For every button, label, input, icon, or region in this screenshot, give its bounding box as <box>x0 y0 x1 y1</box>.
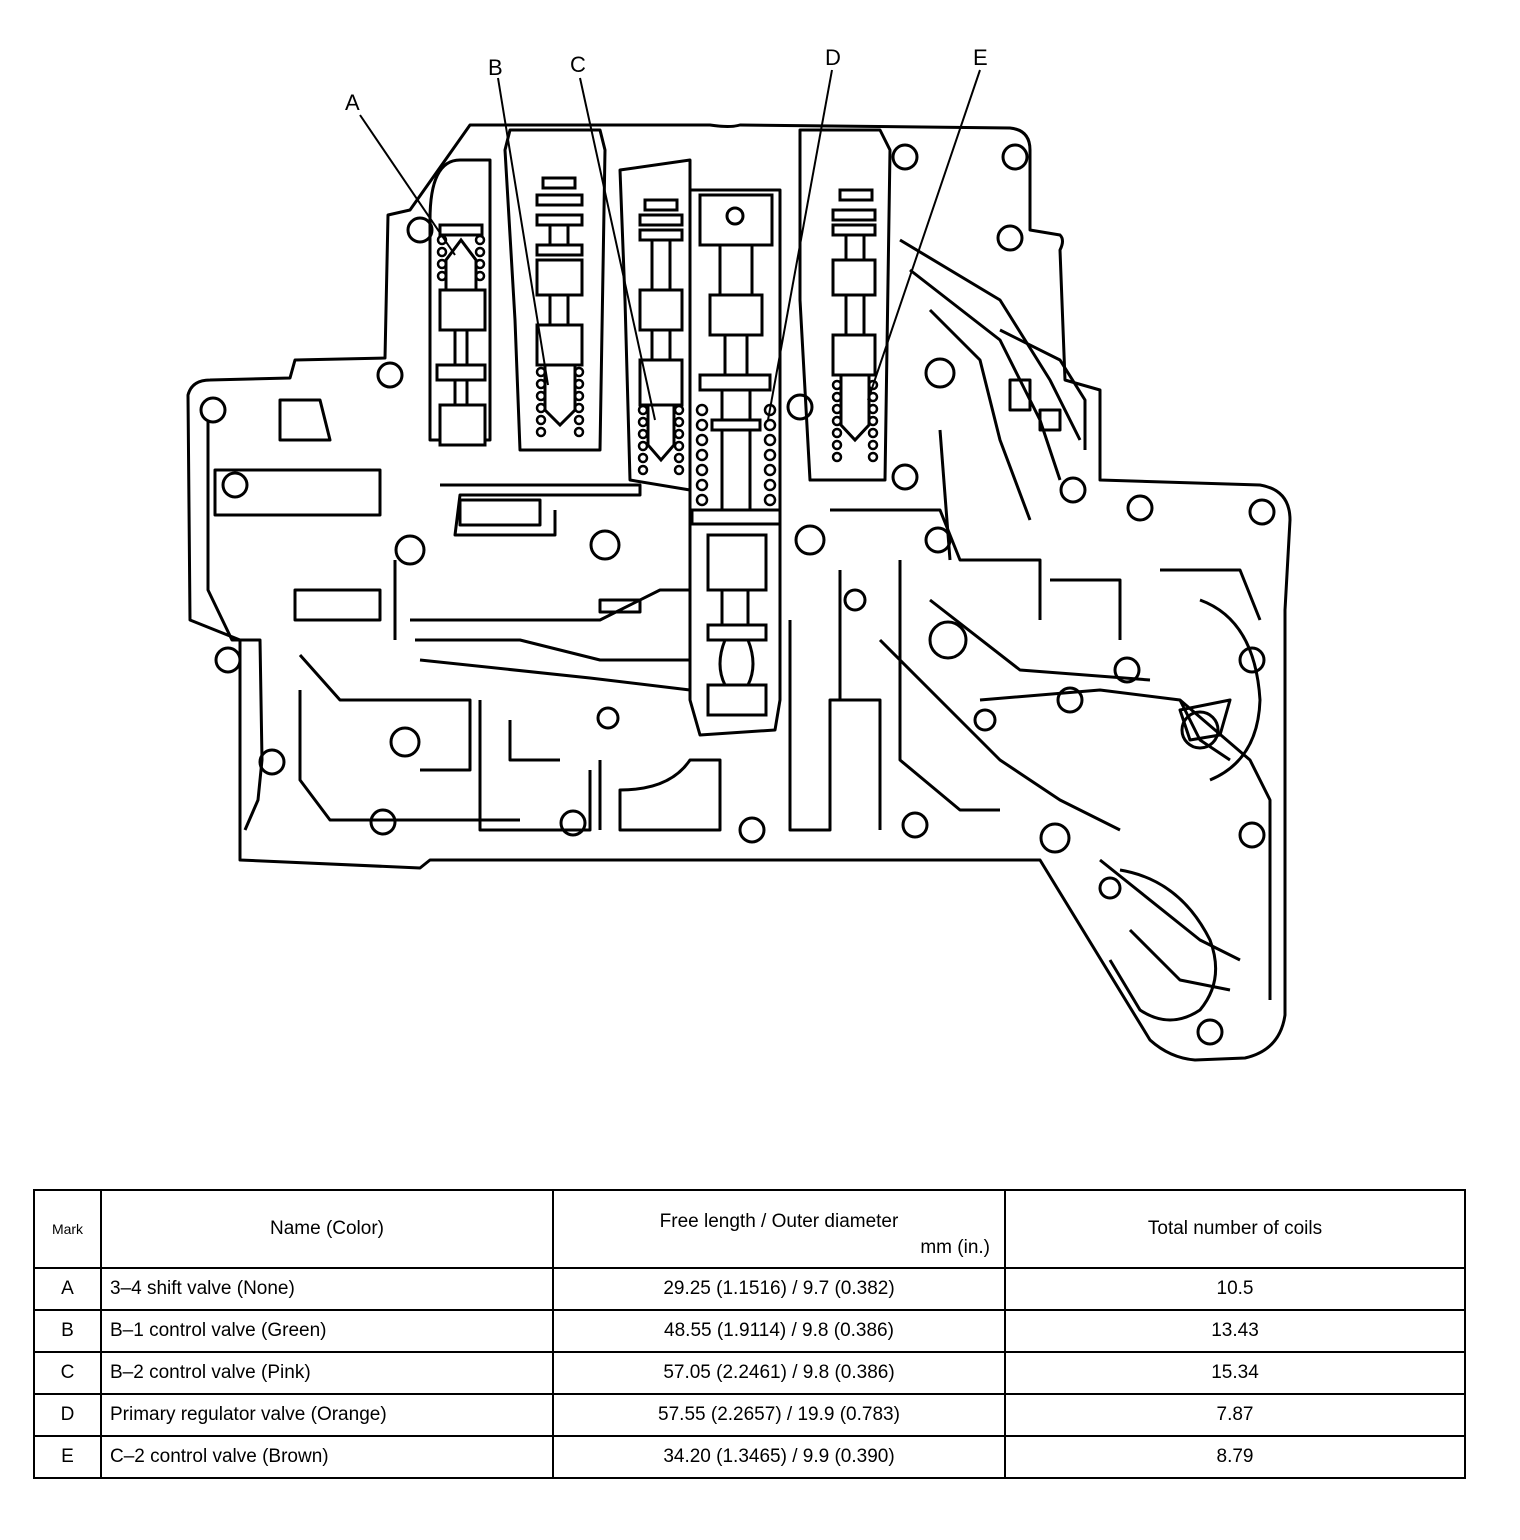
cell-length: 57.55 (2.2657) / 19.9 (0.783) <box>552 1393 1006 1437</box>
leader-line-b <box>497 77 549 386</box>
cell-mark: C <box>33 1351 102 1395</box>
header-mark: Mark <box>33 1189 102 1269</box>
spring-a <box>436 234 486 282</box>
cell-length: 29.25 (1.1516) / 9.7 (0.382) <box>552 1267 1006 1311</box>
table-row: A 3–4 shift valve (None) 29.25 (1.1516) … <box>33 1267 1466 1311</box>
cell-coils: 10.5 <box>1004 1267 1466 1311</box>
cell-mark: D <box>33 1393 102 1437</box>
cell-coils: 13.43 <box>1004 1309 1466 1353</box>
valve-d <box>690 193 782 717</box>
header-length: Free length / Outer diameter mm (in.) <box>552 1189 1006 1269</box>
leader-line-a <box>359 114 456 256</box>
cell-coils: 8.79 <box>1004 1435 1466 1479</box>
cell-coils: 7.87 <box>1004 1393 1466 1437</box>
spring-b <box>535 366 585 438</box>
cell-name: Primary regulator valve (Orange) <box>100 1393 554 1437</box>
spring-spec-table: Mark Name (Color) Free length / Outer di… <box>33 1189 1466 1479</box>
cell-length: 48.55 (1.9114) / 9.8 (0.386) <box>552 1309 1006 1353</box>
cell-length: 57.05 (2.2461) / 9.8 (0.386) <box>552 1351 1006 1395</box>
callout-d: D <box>825 45 841 70</box>
valve-body-outline <box>186 123 1292 1062</box>
cell-mark: B <box>33 1309 102 1353</box>
valve-a <box>435 223 487 447</box>
table-row: D Primary regulator valve (Orange) 57.55… <box>33 1393 1466 1437</box>
table-row: B B–1 control valve (Green) 48.55 (1.911… <box>33 1309 1466 1353</box>
callout-e: E <box>973 45 988 70</box>
valve-b <box>535 176 584 428</box>
cell-length: 34.20 (1.3465) / 9.9 (0.390) <box>552 1435 1006 1479</box>
header-length-label: Free length / Outer diameter <box>659 1211 899 1232</box>
table-header-row: Mark Name (Color) Free length / Outer di… <box>33 1189 1466 1269</box>
cell-name: 3–4 shift valve (None) <box>100 1267 554 1311</box>
header-name: Name (Color) <box>100 1189 554 1269</box>
header-length-unit: mm (in.) <box>920 1237 990 1258</box>
leader-line-d <box>767 69 833 421</box>
cell-name: B–2 control valve (Pink) <box>100 1351 554 1395</box>
leader-line-e <box>867 69 981 401</box>
valve-c <box>638 198 684 463</box>
table-row: E C–2 control valve (Brown) 34.20 (1.346… <box>33 1435 1466 1479</box>
cell-mark: E <box>33 1435 102 1479</box>
valve-body-diagram: A B C D E <box>186 45 1292 1062</box>
callout-c: C <box>570 52 586 77</box>
valve-e <box>831 188 877 443</box>
table-row: C B–2 control valve (Pink) 57.05 (2.2461… <box>33 1351 1466 1395</box>
leader-line-c <box>579 77 656 421</box>
cell-coils: 15.34 <box>1004 1351 1466 1395</box>
cell-name: C–2 control valve (Brown) <box>100 1435 554 1479</box>
cell-name: B–1 control valve (Green) <box>100 1309 554 1353</box>
cell-mark: A <box>33 1267 102 1311</box>
spring-d <box>695 403 777 507</box>
spring-c <box>637 404 685 476</box>
header-coils: Total number of coils <box>1004 1189 1466 1269</box>
callout-a: A <box>345 90 360 115</box>
callout-b: B <box>488 55 503 80</box>
